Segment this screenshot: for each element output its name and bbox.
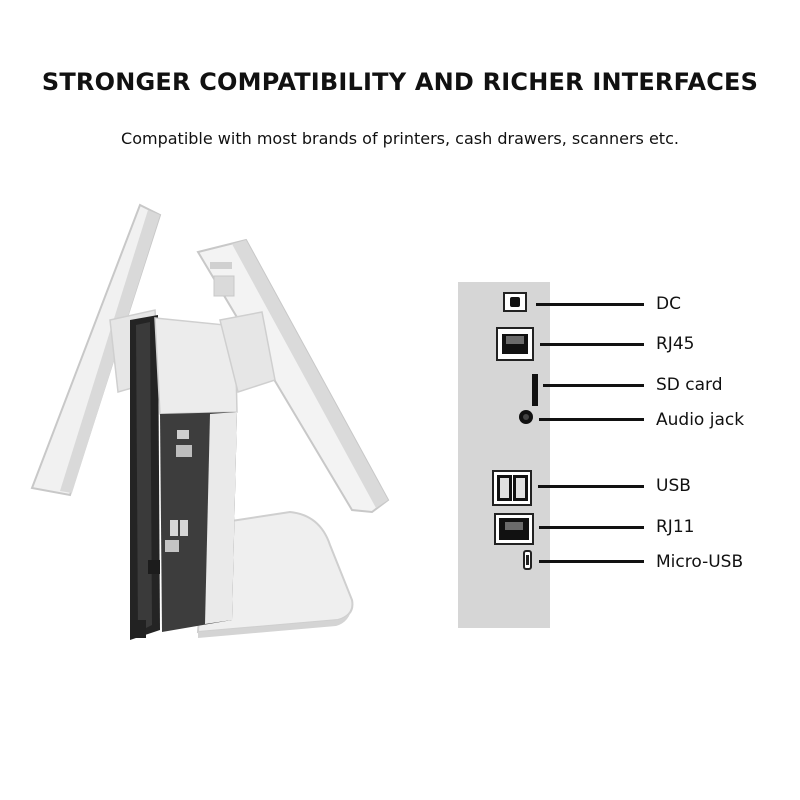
- port-label-dc: DC: [656, 294, 681, 314]
- micro-usb-leader-line: [539, 560, 644, 563]
- port-label-rj11: RJ11: [656, 517, 695, 537]
- page-title: STRONGER COMPATIBILITY AND RICHER INTERF…: [41, 68, 759, 96]
- micro-usb-port-icon: [523, 550, 532, 570]
- port-label-audio-jack: Audio jack: [656, 410, 745, 430]
- terminal-body-image: [130, 315, 238, 640]
- rj45-leader-line: [540, 343, 644, 346]
- dc-leader-line: [536, 303, 644, 306]
- dc-power-jack-icon: [503, 292, 527, 312]
- rj11-port-icon: [494, 513, 534, 545]
- port-label-usb: USB: [656, 476, 691, 496]
- port-label-micro-usb: Micro-USB: [656, 552, 744, 572]
- base-stand-image: [196, 510, 354, 638]
- rj11-leader-line: [539, 526, 644, 529]
- usb-leader-line: [538, 485, 644, 488]
- front-display-image: [196, 238, 390, 514]
- sd-card-slot-icon: [532, 374, 538, 406]
- audio-jack-icon: [519, 410, 533, 424]
- audio-jack-leader-line: [539, 418, 644, 421]
- sd-card-leader-line: [543, 384, 644, 387]
- page-subtitle: Compatible with most brands of printers,…: [121, 129, 679, 148]
- port-label-sd-card: SD card: [656, 375, 723, 395]
- usb-port-icon: [492, 470, 532, 506]
- port-label-rj45: RJ45: [656, 334, 695, 354]
- rj45-port-icon: [496, 327, 534, 361]
- rear-display-image: [30, 203, 162, 497]
